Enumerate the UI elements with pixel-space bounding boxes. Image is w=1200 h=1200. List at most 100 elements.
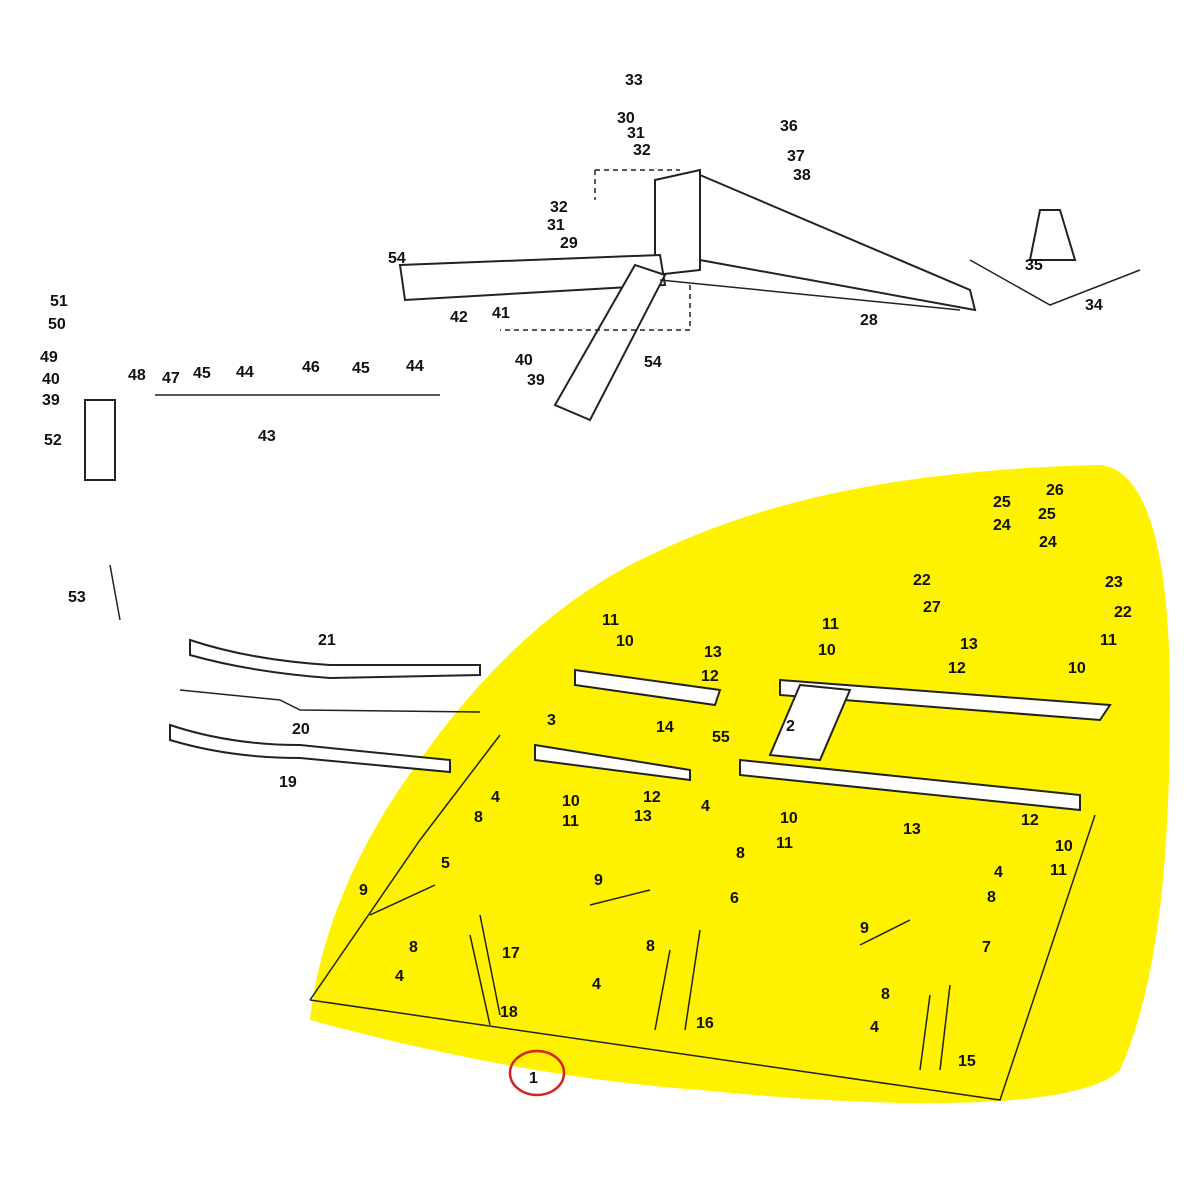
part-number-label: 40 (42, 371, 60, 388)
part-number-label: 45 (193, 365, 211, 382)
part-number-label: 55 (712, 729, 730, 746)
part-number-label: 4 (870, 1019, 879, 1036)
part-number-label: 32 (633, 142, 651, 159)
part-number-label: 15 (958, 1053, 976, 1070)
part-number-label: 21 (318, 632, 336, 649)
part-number-label: 11 (562, 813, 579, 830)
runner-rails (169, 638, 481, 774)
part-number-label: 13 (704, 644, 722, 661)
part-number-label: 19 (279, 774, 297, 791)
part-number-label: 8 (881, 986, 890, 1003)
part-number-label: 8 (736, 845, 745, 862)
part-number-label: 10 (616, 633, 634, 650)
part-number-label: 17 (502, 945, 520, 962)
part-number-label: 44 (236, 364, 254, 381)
part-number-label: 4 (994, 864, 1003, 881)
part-number-label: 27 (923, 599, 941, 616)
part-number-label: 11 (822, 616, 839, 633)
part-number-label: 49 (40, 349, 58, 366)
part-number-label: 45 (352, 360, 370, 377)
part-number-label: 4 (701, 798, 710, 815)
drawbar-frame (84, 168, 1141, 621)
part-number-label: 11 (1100, 632, 1117, 649)
part-number-label: 28 (860, 312, 878, 329)
part-number-label: 20 (292, 721, 310, 738)
part-number-label: 22 (913, 572, 931, 589)
part-number-label: 26 (1046, 482, 1064, 499)
part-number-label: 4 (395, 968, 404, 985)
part-number-label: 8 (646, 938, 655, 955)
part-number-label: 10 (780, 810, 798, 827)
part-number-label: 24 (993, 517, 1011, 534)
part-number-label: 10 (1055, 838, 1073, 855)
part-number-label: 13 (903, 821, 921, 838)
part-number-label: 10 (1068, 660, 1086, 677)
part-number-label: 43 (258, 428, 276, 445)
part-number-label: 13 (634, 808, 652, 825)
part-number-label: 16 (696, 1015, 714, 1032)
part-number-label: 14 (656, 719, 674, 736)
part-number-label: 25 (1038, 506, 1056, 523)
part-number-label: 9 (359, 882, 368, 899)
part-number-label: 8 (409, 939, 418, 956)
part-number-label: 51 (50, 293, 68, 310)
part-number-label: 35 (1025, 257, 1043, 274)
part-number-label: 39 (527, 372, 545, 389)
part-number-label: 32 (550, 199, 568, 216)
part-number-label: 8 (987, 889, 996, 906)
part-number-label: 6 (730, 890, 739, 907)
part-number-label: 31 (547, 217, 565, 234)
part-number-label: 46 (302, 359, 320, 376)
part-number-label: 11 (602, 612, 619, 629)
part-number-label: 42 (450, 309, 468, 326)
part-number-label: 4 (491, 789, 500, 806)
main-frame (309, 668, 1112, 1101)
part-number-label: 12 (1021, 812, 1039, 829)
part-number-label: 13 (960, 636, 978, 653)
callout-circle (508, 1049, 566, 1097)
part-number-label: 50 (48, 316, 66, 333)
part-number-label: 8 (474, 809, 483, 826)
part-number-label: 11 (1050, 862, 1067, 879)
part-number-label: 5 (441, 855, 450, 872)
part-number-label: 7 (982, 939, 991, 956)
part-number-label: 12 (643, 789, 661, 806)
part-number-label: 12 (948, 660, 966, 677)
part-number-label: 29 (560, 235, 578, 252)
part-number-label: 2 (786, 718, 795, 735)
part-number-label: 10 (562, 793, 580, 810)
part-number-label: 9 (860, 920, 869, 937)
part-number-label: 18 (500, 1004, 518, 1021)
part-number-label: 53 (68, 589, 86, 606)
part-number-label: 48 (128, 367, 146, 384)
part-number-label: 39 (42, 392, 60, 409)
part-number-label: 54 (388, 250, 406, 267)
part-number-label: 25 (993, 494, 1011, 511)
part-number-label: 1 (529, 1070, 538, 1087)
part-number-label: 47 (162, 370, 180, 387)
part-number-label: 23 (1105, 574, 1123, 591)
part-number-label: 4 (592, 976, 601, 993)
part-number-label: 24 (1039, 534, 1057, 551)
part-number-label: 11 (776, 835, 793, 852)
part-number-label: 3 (547, 712, 556, 729)
part-number-label: 37 (787, 148, 805, 165)
part-number-label: 54 (644, 354, 662, 371)
part-number-label: 30 (617, 110, 635, 127)
part-number-label: 40 (515, 352, 533, 369)
part-number-label: 12 (701, 668, 719, 685)
part-number-label: 41 (492, 305, 510, 322)
part-number-label: 52 (44, 432, 62, 449)
part-number-label: 31 (627, 125, 645, 142)
part-number-label: 10 (818, 642, 836, 659)
part-number-label: 22 (1114, 604, 1132, 621)
part-number-label: 44 (406, 358, 424, 375)
part-number-label: 38 (793, 167, 811, 184)
part-number-label: 33 (625, 72, 643, 89)
highlight-region (310, 465, 1170, 1104)
part-number-label: 34 (1085, 297, 1103, 314)
part-number-label: 36 (780, 118, 798, 135)
